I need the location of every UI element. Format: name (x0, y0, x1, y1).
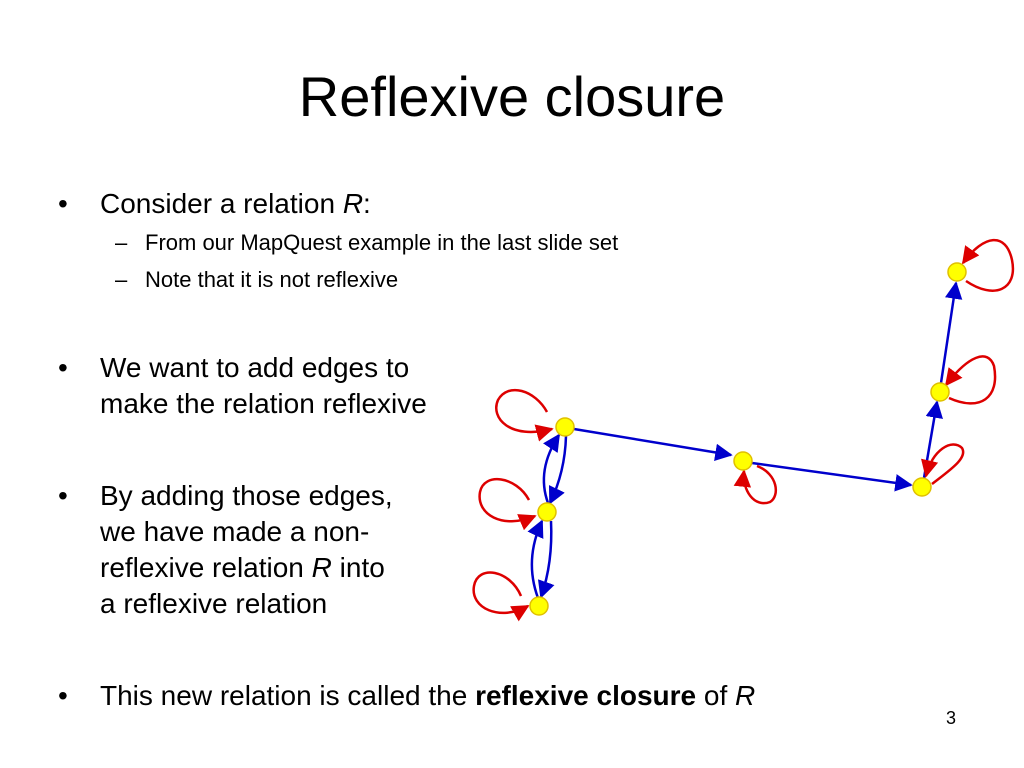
sub-bullet-mapquest: – From our MapQuest example in the last … (115, 229, 619, 257)
bullet-dot: • (58, 480, 68, 511)
graph-node (733, 451, 753, 471)
sub-bullet-dash: – (115, 230, 128, 255)
graph-edge (548, 435, 568, 505)
graph-edge (573, 427, 733, 462)
graph-self-loop (472, 571, 530, 622)
italic-text: R (342, 188, 364, 219)
bullet-line: We want to add edges to (100, 352, 410, 383)
bold-text: reflexive closure (475, 680, 697, 711)
bullet-line: a reflexive relation (100, 588, 328, 619)
graph-node (555, 417, 575, 437)
bullet-reflexive-closure: • This new relation is called the reflex… (58, 678, 756, 714)
graph-self-loop (921, 443, 965, 485)
bullet-dot: • (58, 680, 68, 711)
graph-node (537, 502, 557, 522)
graph-edge (527, 519, 544, 599)
bullet-line: By adding those edges, (100, 480, 393, 511)
graph-edge (922, 400, 943, 479)
graph-self-loop (495, 388, 554, 442)
graph-self-loop (733, 464, 778, 505)
bullet-line: make the relation reflexive (100, 388, 427, 419)
graph-node (947, 262, 967, 282)
italic-text: R (735, 680, 756, 711)
bullet-by-adding: • By adding those edges, we have made a … (58, 478, 393, 622)
bullet-consider-relation: • Consider a relation R: (58, 186, 371, 222)
bullet-add-edges: • We want to add edges to make the relat… (58, 350, 427, 422)
sub-bullet-dash: – (115, 267, 128, 292)
graph-edge (542, 433, 561, 504)
sub-bullet-text: Note that it is not reflexive (145, 267, 399, 292)
graph-edge (537, 520, 555, 599)
graph-edge (751, 461, 913, 492)
bullet-line: we have made a non- (100, 516, 370, 547)
bullet-line: reflexive relation R into (100, 552, 385, 583)
graph-self-loop (478, 477, 537, 531)
graph-self-loop (944, 355, 997, 405)
page-number: 3 (946, 708, 957, 728)
bullet-dot: • (58, 352, 68, 383)
slide-title: Reflexive closure (298, 65, 726, 128)
graph-edge (939, 281, 963, 384)
graph-self-loop (961, 238, 1015, 292)
bullet-line: This new relation is called the reflexiv… (100, 680, 756, 711)
graph-node (529, 596, 549, 616)
self-loops (472, 238, 1015, 622)
edges (527, 281, 963, 599)
sub-bullet-text: From our MapQuest example in the last sl… (145, 230, 619, 255)
graph-node (912, 477, 932, 497)
nodes (529, 262, 967, 616)
sub-bullet-not-reflexive: – Note that it is not reflexive (115, 266, 399, 294)
bullet-dot: • (58, 188, 68, 219)
graph-node (930, 382, 950, 402)
italic-text: R (311, 552, 332, 583)
bullet-line: Consider a relation R: (100, 188, 371, 219)
